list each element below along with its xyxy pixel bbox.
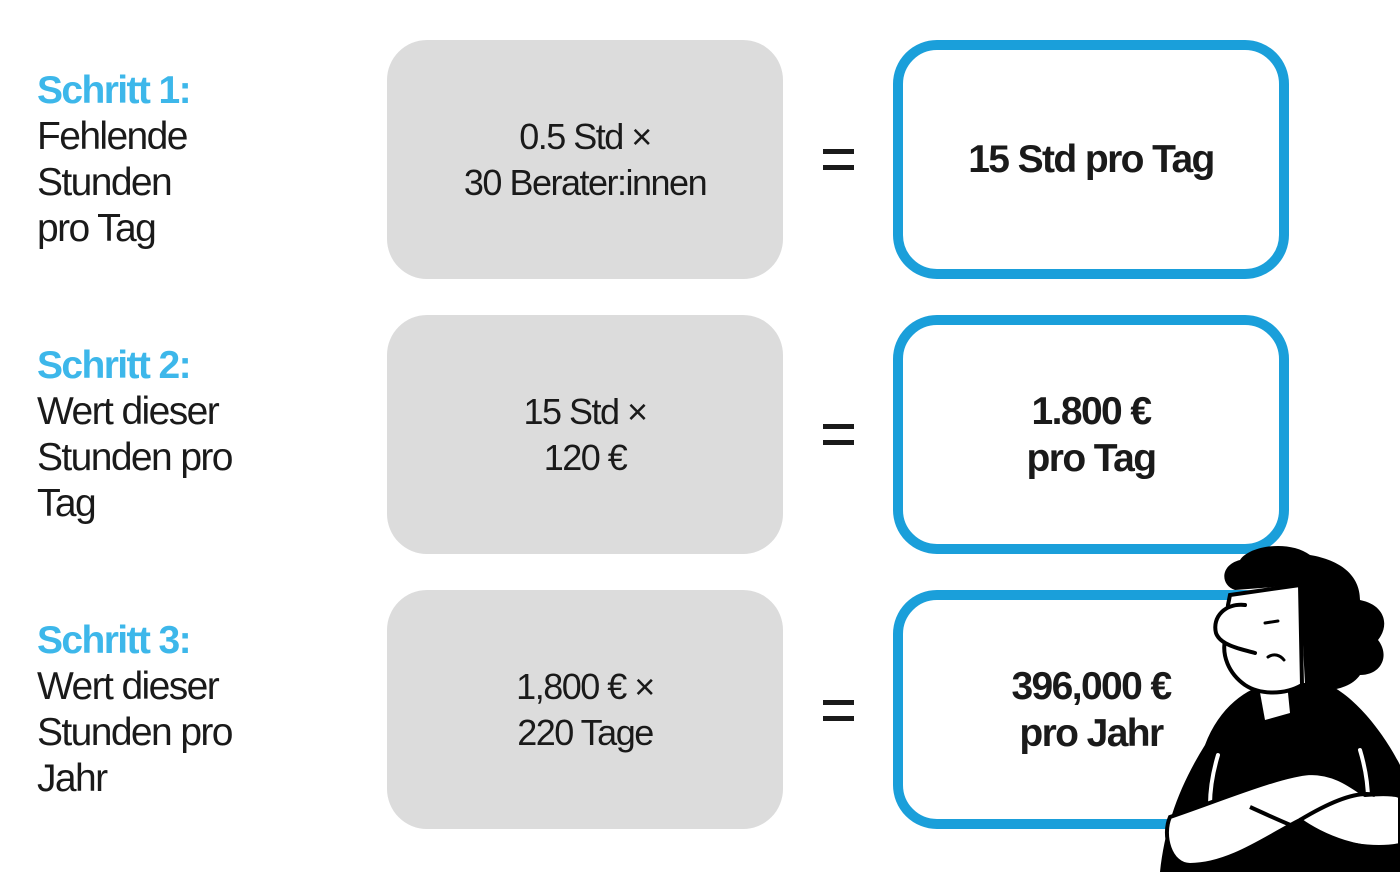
step-2-calculation: 15 Std × 120 € <box>387 315 783 554</box>
person-arms-crossed-illustration <box>1160 545 1400 872</box>
step-2-description: Wert dieser Stunden pro Tag <box>37 390 234 525</box>
step-3-equals-icon <box>823 700 854 721</box>
step-1-description: Fehlende Stunden pro Tag <box>37 115 188 250</box>
step-2-result: 1.800 € pro Tag <box>893 315 1289 554</box>
step-1-result: 15 Std pro Tag <box>893 40 1289 279</box>
step-3-description: Wert dieser Stunden pro Jahr <box>37 665 234 800</box>
step-2-title: Schritt 2: <box>37 344 192 387</box>
step-1-calculation: 0.5 Std × 30 Berater:innen <box>387 40 783 279</box>
step-1-title: Schritt 1: <box>37 69 192 112</box>
step-2-label: Schritt 2: Wert dieser Stunden pro Tag <box>37 343 367 527</box>
step-3-title: Schritt 3: <box>37 619 192 662</box>
step-3-label: Schritt 3: Wert dieser Stunden pro Jahr <box>37 618 367 802</box>
step-1-equals-icon <box>823 149 854 170</box>
step-3-calculation: 1,800 € × 220 Tage <box>387 590 783 829</box>
step-2-equals-icon <box>823 424 854 445</box>
step-1-label: Schritt 1: Fehlende Stunden pro Tag <box>37 68 367 252</box>
